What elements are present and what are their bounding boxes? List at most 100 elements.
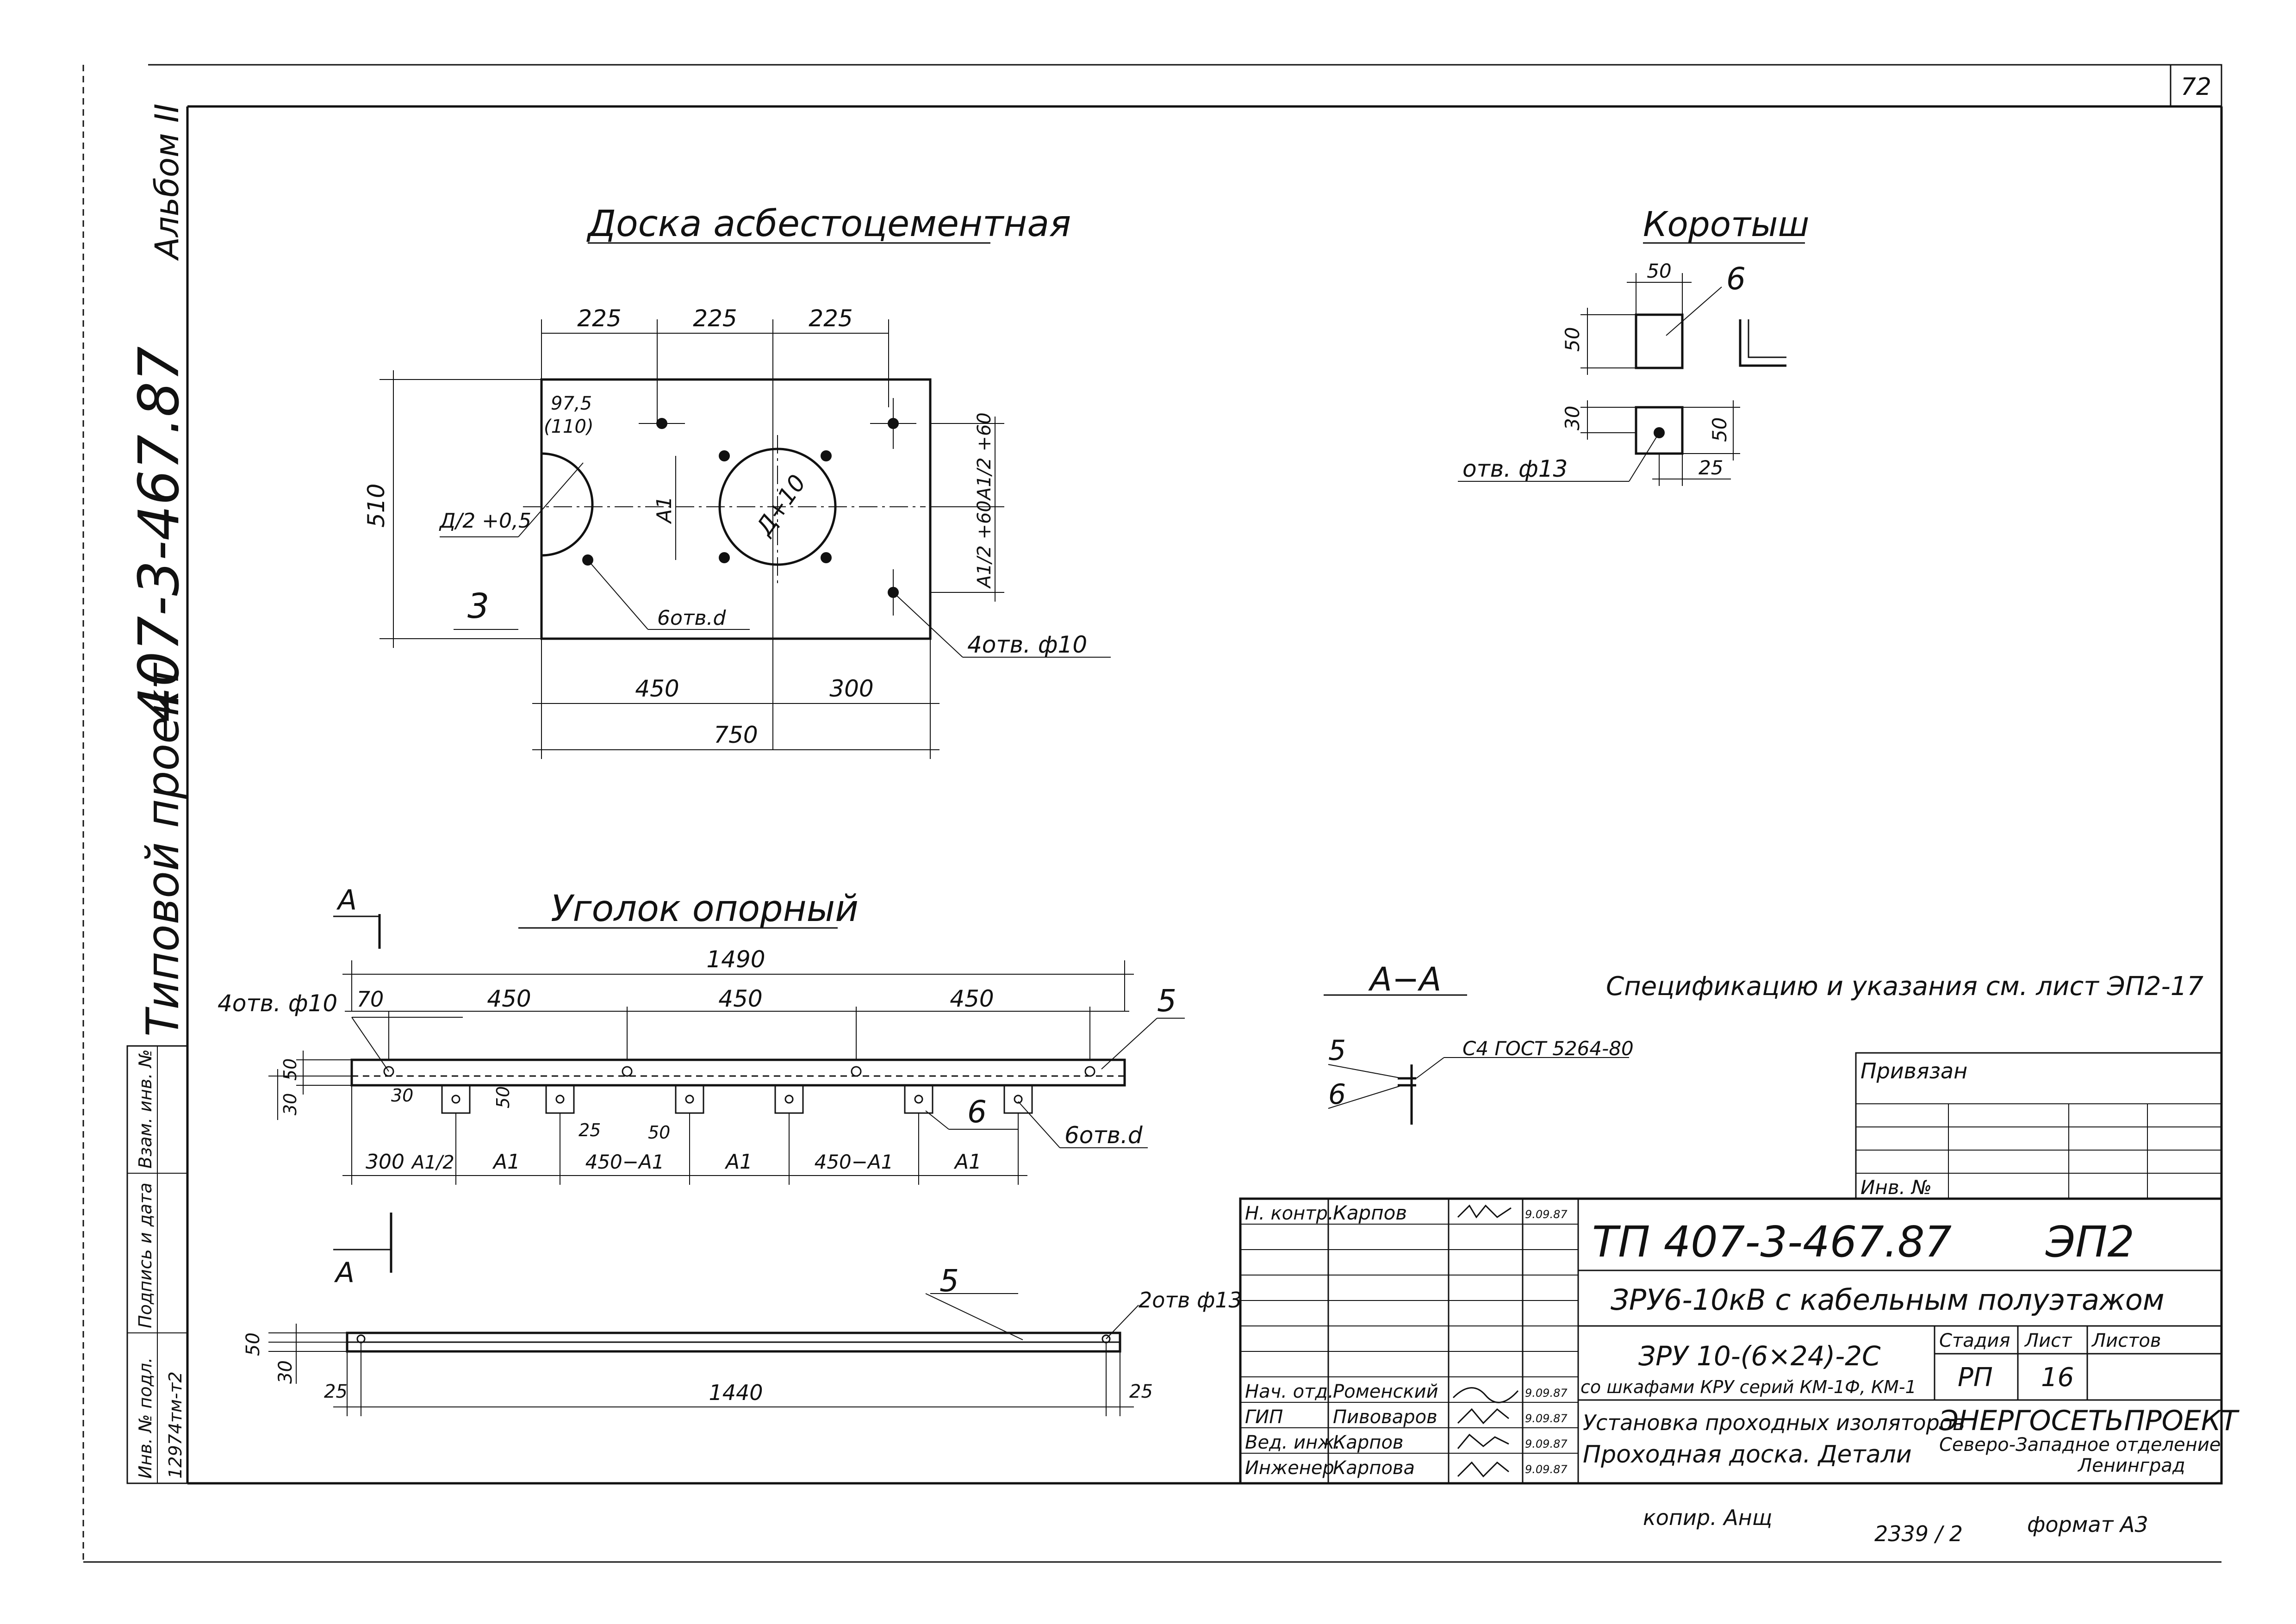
board-item-3: 3 bbox=[467, 586, 489, 626]
tb-subject-1: Установка проходных изоляторов bbox=[1583, 1410, 1965, 1435]
sheet-number: 72 bbox=[2181, 73, 2211, 101]
side-stamp bbox=[126, 1045, 188, 1484]
angle2-d25l: 25 bbox=[324, 1381, 348, 1402]
tb-doc: ЭП2 bbox=[2045, 1217, 2134, 1267]
tb-date-4: 9.09.87 bbox=[1525, 1437, 1568, 1450]
angle-dim-450-1: 450 bbox=[487, 985, 531, 1012]
board-dim-300: 300 bbox=[829, 675, 873, 702]
project-number-vertical: 407-3-467.87 bbox=[127, 346, 192, 722]
angle-d50: 50 bbox=[280, 1058, 300, 1081]
board-dim-110: (110) bbox=[544, 416, 594, 437]
board-drawing bbox=[380, 319, 1111, 759]
section-weld: С4 ГОСТ 5264-80 bbox=[1462, 1037, 1634, 1060]
tb-role-1: Н. контр. bbox=[1245, 1203, 1334, 1224]
angle2-d30: 30 bbox=[275, 1360, 296, 1384]
board-dim-450: 450 bbox=[635, 675, 679, 702]
tb-sheet: 16 bbox=[2041, 1363, 2074, 1393]
angle-item-5: 5 bbox=[1157, 983, 1176, 1019]
side-stamp-label-1: Инв. № подл. bbox=[135, 1357, 156, 1479]
angle-dim-70: 70 bbox=[357, 987, 384, 1012]
sheet-frame bbox=[82, 64, 2223, 1563]
angle-item-6: 6 bbox=[967, 1094, 987, 1130]
tb-role-3: ГИП bbox=[1245, 1406, 1283, 1428]
tb-role-5: Инженер bbox=[1245, 1457, 1334, 1479]
tb-sheets-header: Листов bbox=[2091, 1330, 2161, 1351]
tb-stage-header: Стадия bbox=[1939, 1330, 2010, 1351]
tb-sheet-header: Лист bbox=[2024, 1330, 2072, 1351]
angle-dim-bottom-4: 450−А1 bbox=[585, 1151, 665, 1173]
angle-d50c: 50 bbox=[648, 1122, 670, 1143]
board-dim-975: 97,5 bbox=[551, 393, 592, 414]
board-a1-60-mid: А1/2 +60 bbox=[974, 500, 995, 589]
angle2-d50: 50 bbox=[243, 1332, 264, 1356]
format-note: формат А3 bbox=[2027, 1512, 2148, 1537]
binding-label: Привязан bbox=[1860, 1058, 1967, 1083]
angle-dim-bottom-2: А1/2 bbox=[411, 1152, 454, 1173]
tb-code: ТП 407-3-467.87 bbox=[1592, 1217, 1952, 1267]
angle-section-mark: А bbox=[336, 884, 357, 916]
stub-w50: 50 bbox=[1647, 260, 1671, 282]
side-stamp-label-3: Взам. инв. № bbox=[135, 1049, 156, 1169]
tb-role-2: Нач. отд. bbox=[1245, 1381, 1334, 1402]
board-a1: А1 bbox=[653, 496, 676, 524]
board-total: 750 bbox=[714, 722, 758, 748]
board-dim-225-1: 225 bbox=[577, 305, 621, 332]
stub-hole: отв. ф13 bbox=[1462, 455, 1568, 482]
board-dim-225-2: 225 bbox=[693, 305, 737, 332]
board-title: Доска асбестоцементная bbox=[586, 203, 1071, 245]
inv-value: 12974тм-т2 bbox=[165, 1371, 186, 1479]
project-type-label: Типовой проект bbox=[137, 662, 189, 1037]
tb-name-3: Пивоваров bbox=[1333, 1406, 1437, 1428]
angle-dim-bottom-3: А1 bbox=[492, 1150, 520, 1174]
tb-org-2: Северо-Западное отделение bbox=[1939, 1434, 2221, 1456]
section-aa bbox=[1324, 994, 1629, 1125]
angle2-item-5: 5 bbox=[940, 1263, 959, 1299]
stub-h50: 50 bbox=[1561, 327, 1584, 352]
angle-title: Уголок опорный bbox=[551, 888, 859, 930]
tb-date-3: 9.09.87 bbox=[1525, 1412, 1568, 1425]
angle-dim-bottom-7: А1 bbox=[953, 1150, 982, 1174]
angle-d30b: 30 bbox=[391, 1085, 413, 1106]
stub-item-6: 6 bbox=[1726, 261, 1746, 297]
angle-dim-bottom-5: А1 bbox=[724, 1150, 753, 1174]
angle-drawing bbox=[268, 914, 1185, 1185]
tb-variant-1: ЗРУ 10-(6×24)-2С bbox=[1638, 1340, 1881, 1372]
angle-dim-450-3: 450 bbox=[950, 985, 994, 1012]
tb-object: ЗРУ6-10кВ с кабельным полуэтажом bbox=[1611, 1283, 2165, 1317]
angle2-section-mark: А bbox=[334, 1257, 355, 1289]
stub-title: Коротыш bbox=[1643, 205, 1809, 244]
board-a1-60-top: А1/2 +60 bbox=[974, 412, 995, 501]
tb-subject-2: Проходная доска. Детали bbox=[1583, 1441, 1912, 1468]
tb-stage: РП bbox=[1958, 1363, 1993, 1393]
section-title: А−А bbox=[1368, 960, 1441, 998]
angle2-holes-13: 2отв ф13 bbox=[1139, 1288, 1242, 1313]
tb-name-2: Роменский bbox=[1333, 1381, 1438, 1402]
angle-dim-bottom-1: 300 bbox=[366, 1150, 404, 1174]
angle-d50b: 50 bbox=[493, 1086, 513, 1108]
binding-inv: Инв. № bbox=[1860, 1176, 1932, 1199]
angle2-length: 1440 bbox=[709, 1380, 763, 1405]
stub-d50r: 50 bbox=[1708, 417, 1731, 442]
board-holes-d: 6отв.d bbox=[657, 606, 726, 630]
tb-name-1: Карпов bbox=[1333, 1201, 1407, 1224]
angle2-d25r: 25 bbox=[1129, 1381, 1153, 1402]
album-label: Альбом II bbox=[148, 104, 186, 261]
board-d10: Д+10 bbox=[750, 470, 811, 541]
angle-total: 1490 bbox=[706, 946, 765, 973]
angle-view-a bbox=[268, 1213, 1139, 1416]
tb-date-1: 9.09.87 bbox=[1525, 1208, 1568, 1221]
tb-org: ЭНЕРГОСЕТЬПРОЕКТ bbox=[1939, 1405, 2240, 1437]
title-block bbox=[1239, 1197, 2223, 1485]
stub-d30: 30 bbox=[1561, 406, 1584, 430]
tb-name-4: Карпов bbox=[1333, 1432, 1404, 1453]
side-stamp-label-2: Подпись и дата bbox=[135, 1182, 156, 1328]
angle-d30: 30 bbox=[280, 1093, 300, 1115]
angle-dim-450-2: 450 bbox=[718, 985, 762, 1012]
tb-role-4: Вед. инж. bbox=[1245, 1432, 1340, 1453]
tb-variant-2: со шкафами КРУ серий КМ-1Ф, КМ-1 bbox=[1580, 1377, 1916, 1397]
order-number: 2339 / 2 bbox=[1874, 1521, 1963, 1546]
board-half-d: Д/2 +0,5 bbox=[439, 509, 531, 533]
section-item-6: 6 bbox=[1328, 1078, 1346, 1111]
angle-holes-d: 6отв.d bbox=[1064, 1122, 1143, 1149]
tb-name-5: Карпова bbox=[1333, 1457, 1415, 1479]
